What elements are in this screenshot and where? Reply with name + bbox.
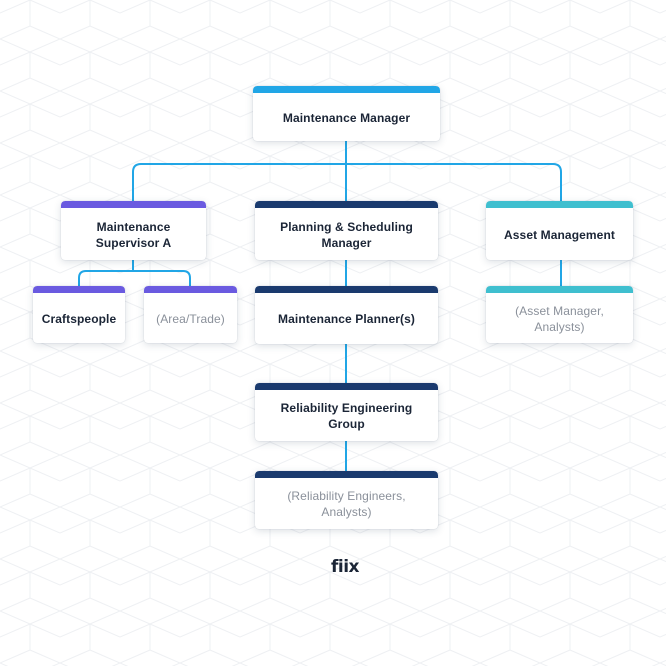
node-area-trade: (Area/Trade) <box>144 286 237 343</box>
node-accent-bar <box>255 286 438 293</box>
connector-supervisor-horizontal <box>78 270 191 286</box>
node-label: (Area/Trade) <box>156 311 225 326</box>
node-accent-bar <box>144 286 237 293</box>
node-label: Planning & Scheduling Manager <box>280 219 413 250</box>
node-label: Asset Management <box>504 227 615 242</box>
node-accent-bar <box>486 286 633 293</box>
node-craftspeople: Craftspeople <box>33 286 125 343</box>
node-label: Reliability Engineering Group <box>280 401 413 431</box>
node-label: Maintenance Supervisor A <box>95 219 172 250</box>
fiix-logo: fiix <box>331 557 360 577</box>
node-label: Maintenance Planner(s) <box>278 312 415 326</box>
node-accent-bar <box>255 201 438 208</box>
node-accent-bar <box>253 86 440 93</box>
node-accent-bar <box>255 383 438 390</box>
node-label: (Asset Manager, Analysts) <box>515 303 604 334</box>
node-label: Craftspeople <box>41 311 117 326</box>
node-label: (Reliability Engineers, Analysts) <box>287 489 406 519</box>
node-accent-bar <box>61 201 206 208</box>
node-maintenance-manager: Maintenance Manager <box>253 86 440 141</box>
node-reliability-engineers: (Reliability Engineers, Analysts) <box>255 471 438 529</box>
node-asset-manager-analysts: (Asset Manager, Analysts) <box>486 286 633 343</box>
node-maintenance-planners: Maintenance Planner(s) <box>255 286 438 344</box>
node-label: Maintenance Manager <box>282 110 411 125</box>
node-maintenance-supervisor: Maintenance Supervisor A <box>61 201 206 260</box>
node-reliability-engineering-group: Reliability Engineering Group <box>255 383 438 441</box>
node-asset-management: Asset Management <box>486 201 633 260</box>
node-accent-bar <box>33 286 125 293</box>
node-accent-bar <box>255 471 438 478</box>
node-accent-bar <box>486 201 633 208</box>
node-planning-scheduling-manager: Planning & Scheduling Manager <box>255 201 438 260</box>
